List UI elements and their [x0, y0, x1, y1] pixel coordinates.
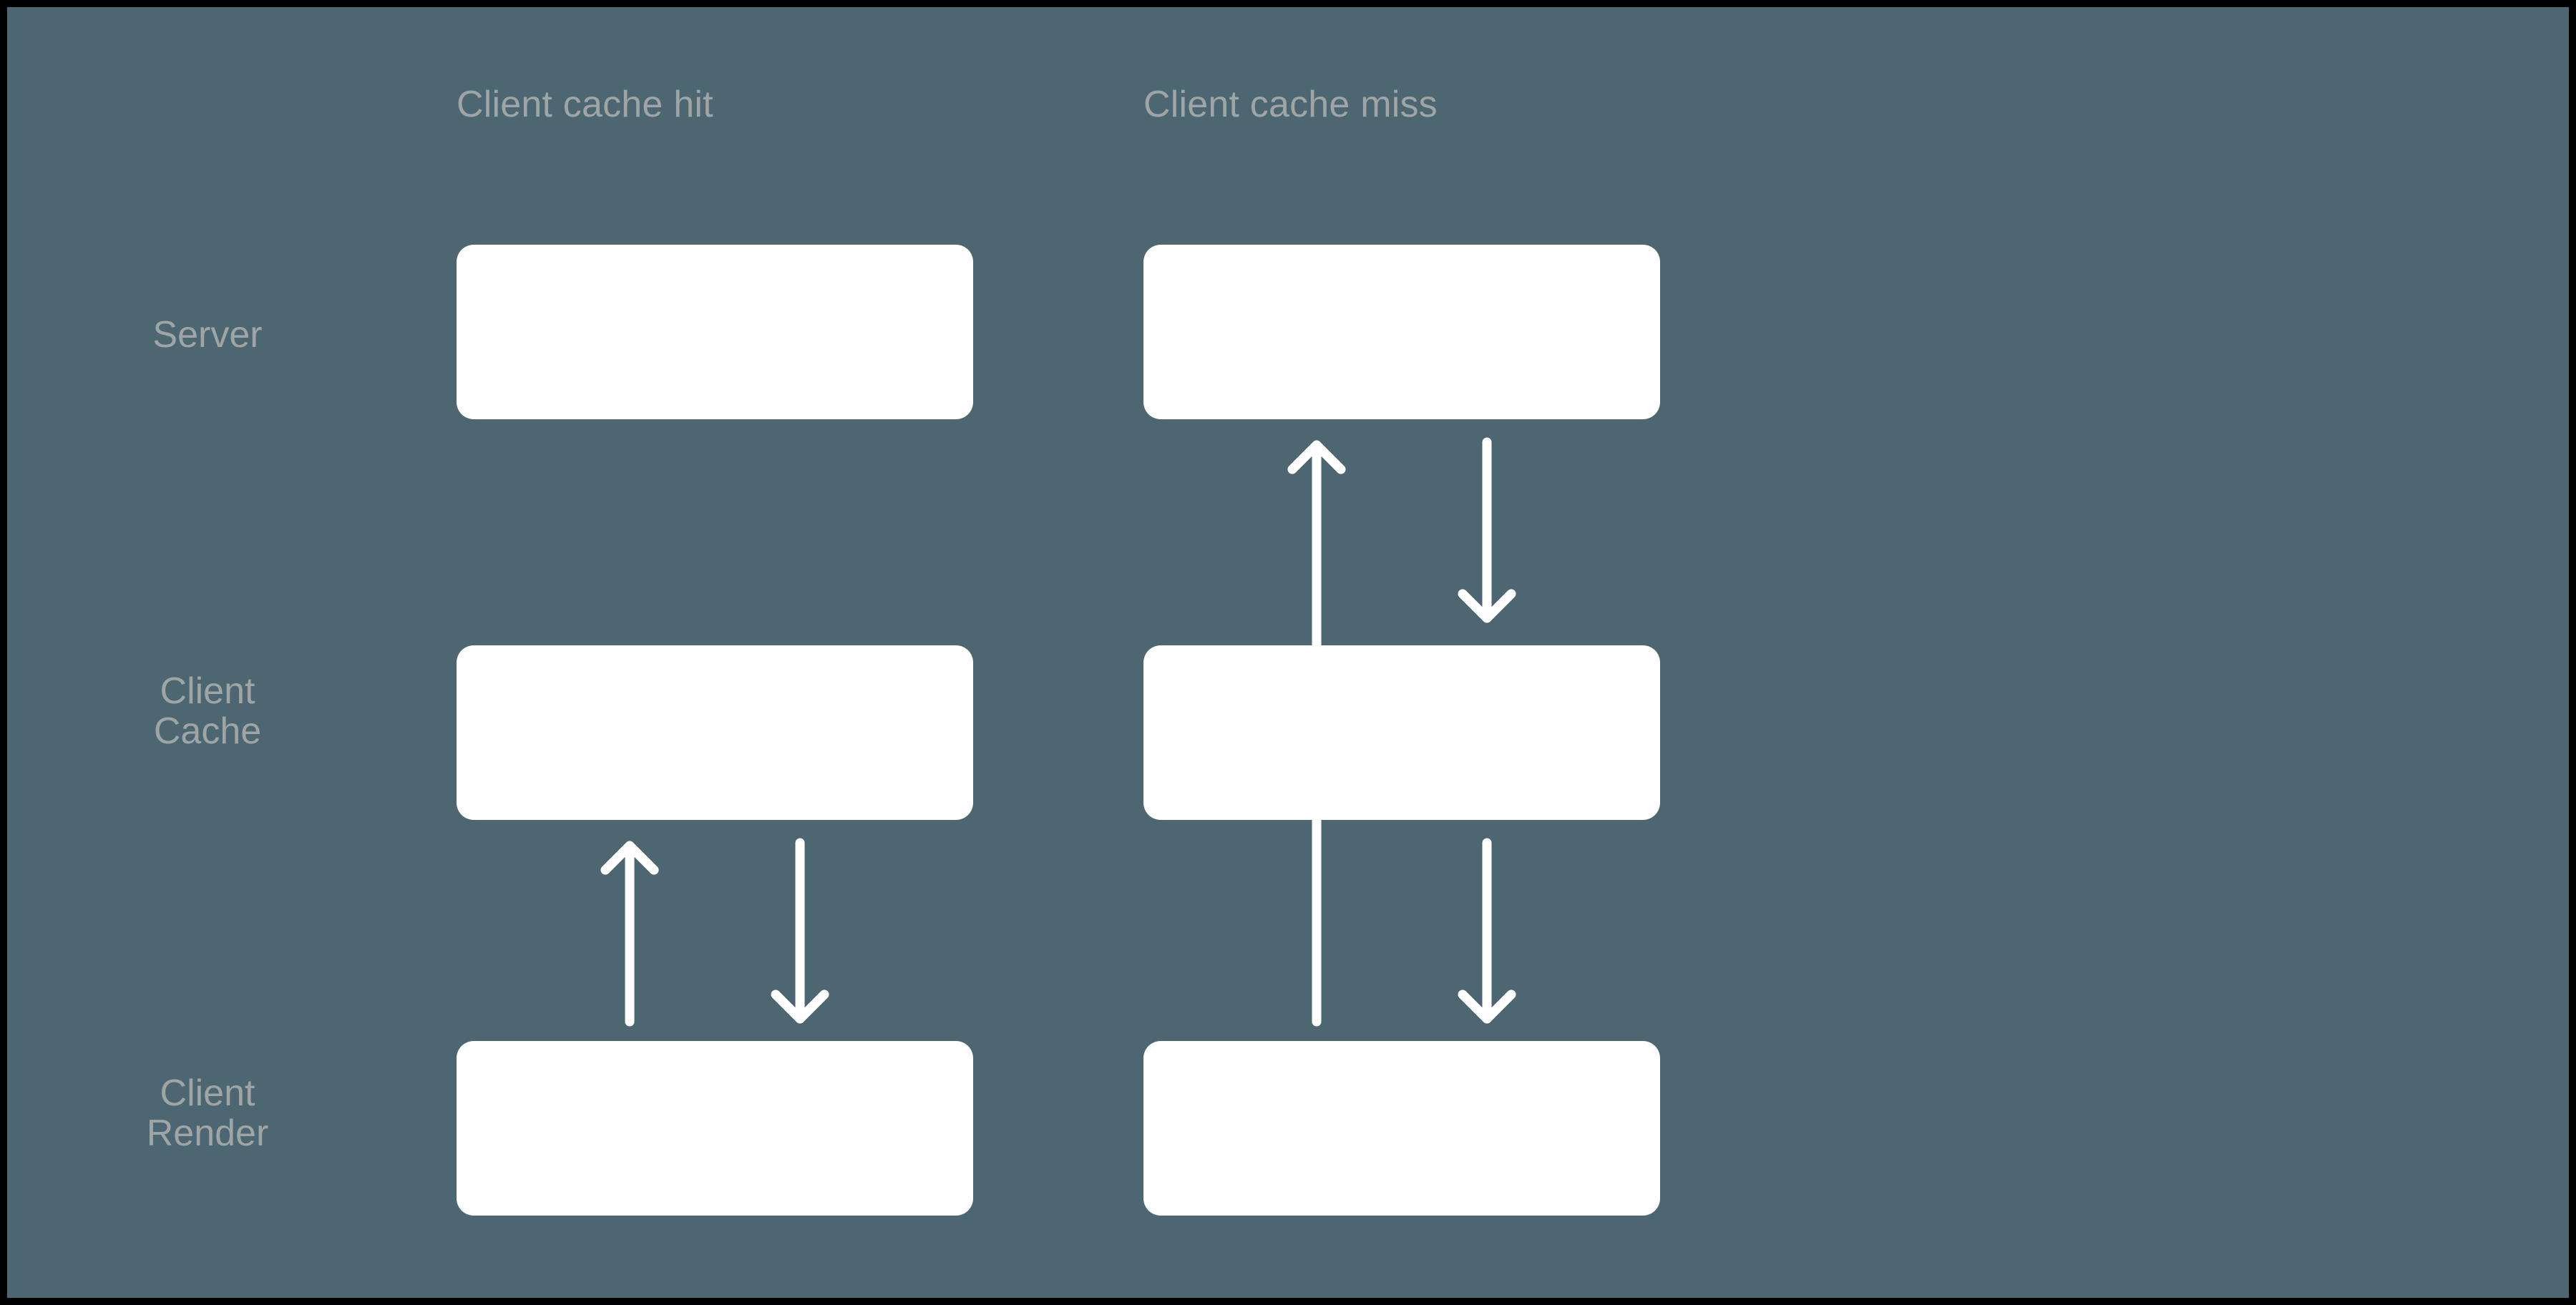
arrow-miss-server-to-cache-down-icon [1458, 437, 1516, 623]
diagram-canvas: Client cache hit Client cache miss Serve… [7, 7, 2569, 1298]
arrow-miss-cache-to-render-down-icon [1458, 838, 1516, 1024]
row-label-client-cache-line-2: Cache [153, 710, 262, 753]
node-box-miss-server[interactable] [1143, 245, 1660, 419]
row-label-server: Server [50, 315, 365, 355]
row-label-client-cache: Client Cache [50, 671, 365, 751]
node-box-hit-server[interactable] [457, 245, 973, 419]
node-box-miss-client-render[interactable] [1143, 1041, 1660, 1216]
arrow-hit-cache-to-render-down-icon [771, 838, 829, 1024]
node-box-hit-client-cache[interactable] [457, 645, 973, 820]
column-header-client-cache-miss: Client cache miss [1143, 84, 1438, 125]
row-label-client-render-line-2: Render [146, 1113, 269, 1155]
arrow-hit-render-to-cache-up-icon [600, 841, 659, 1027]
row-label-server-line-1: Server [152, 314, 263, 356]
row-label-client-render-line-1: Client [160, 1072, 255, 1114]
node-box-miss-client-cache[interactable] [1143, 645, 1660, 820]
column-header-client-cache-hit: Client cache hit [457, 84, 713, 125]
row-label-client-cache-line-1: Client [160, 670, 255, 712]
row-label-client-render: Client Render [50, 1073, 365, 1153]
node-box-hit-client-render[interactable] [457, 1041, 973, 1216]
